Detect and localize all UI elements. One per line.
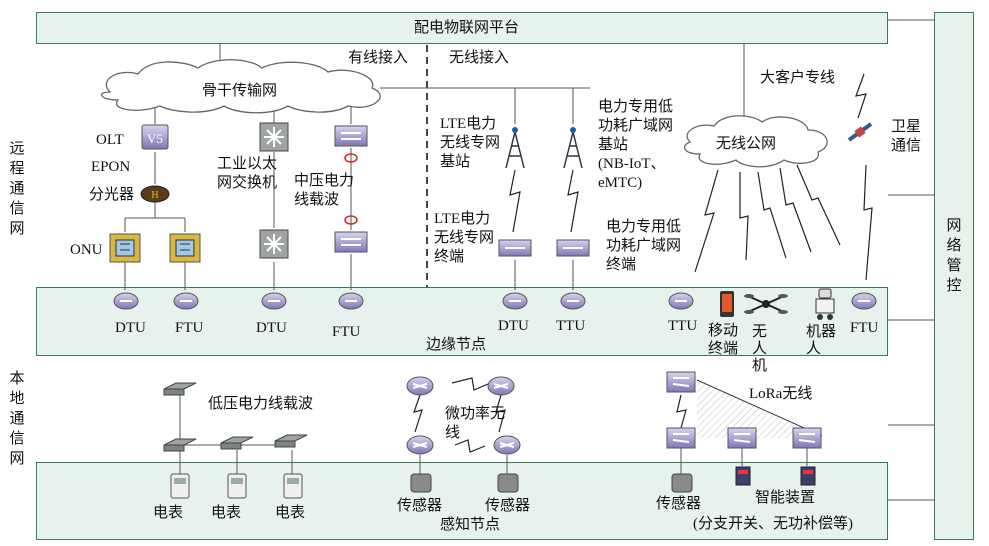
industrial-switch-icon (259, 229, 289, 259)
industrial-switch-icon (259, 122, 289, 152)
smart-device-icon (735, 466, 751, 486)
network-management-band (934, 12, 974, 540)
onu-label: ONU (70, 242, 103, 258)
sensor-label: 传感器 (397, 498, 443, 514)
ftu-device-icon (173, 292, 199, 310)
dtu-device-icon (113, 292, 139, 310)
sensing-node-label: 感知节点 (440, 517, 501, 533)
local-comm-network-label: 本地通信网 (9, 371, 25, 467)
lv-plc-label: 低压电力线载波 (208, 396, 314, 412)
lte-base-station-label: LTE电力无线专网基站 (440, 116, 501, 170)
lora-label: LoRa无线 (749, 386, 813, 402)
micro-wireless-node-icon (406, 435, 434, 455)
svg-text:H: H (151, 190, 158, 201)
micro-wireless-node-icon (406, 376, 434, 396)
wireless-access-label: 无线接入 (449, 50, 510, 66)
svg-text:V5: V5 (147, 131, 163, 146)
lora-node-icon (666, 427, 696, 449)
smart-device-note: (分支开关、无功补偿等) (693, 516, 853, 532)
ttu-device-icon (668, 292, 694, 310)
ftu-device-icon (338, 292, 364, 310)
satellite-icon (847, 122, 873, 142)
big-client-label: 大客户专线 (760, 70, 836, 86)
dtu-device-icon (502, 292, 528, 310)
smart-device-label: 智能装置 (755, 490, 816, 506)
lpwan-terminal-label: 电力专用低功耗广域网终端 (606, 219, 682, 273)
meter-icon (283, 473, 303, 499)
olt-label: OLT (96, 132, 124, 148)
mv-plc-device-icon (334, 231, 368, 253)
lpwan-base-station-label: 电力专用低功耗广域网基站 (598, 99, 674, 153)
ftu-device-icon (851, 292, 877, 310)
lv-plc-device-icon (163, 438, 197, 452)
edge-device-label: 无人机 (752, 324, 768, 374)
micro-wireless-node-icon (487, 376, 515, 396)
platform-title: 配电物联网平台 (414, 20, 520, 36)
meter-icon (170, 473, 190, 499)
public-network-label: 无线公网 (716, 136, 777, 152)
meter-label: 电表 (211, 505, 242, 521)
backbone-cloud (100, 59, 381, 114)
industrial-ethernet-switch-label: 工业以太网交换机 (217, 156, 278, 191)
lpwan-base-station-icon (563, 127, 583, 169)
lora-node-icon (792, 427, 822, 449)
splitter-label: 分光器 (89, 187, 135, 203)
platform-band (36, 12, 888, 44)
lpwan-terminal-icon (556, 239, 590, 257)
lte-base-station-icon (505, 127, 525, 169)
edge-device-label: 机器人 (806, 324, 837, 357)
lte-terminal-icon (498, 239, 532, 257)
mv-plc-label: 中压电力线载波 (294, 173, 355, 208)
splitter-icon: H (140, 185, 170, 203)
edge-device-label: DTU (115, 320, 146, 336)
edge-device-label: FTU (332, 324, 361, 340)
sensor-label: 传感器 (656, 496, 702, 512)
edge-device-label: FTU (175, 320, 204, 336)
remote-comm-network-label: 远程通信网 (9, 141, 25, 237)
sensor-icon (671, 473, 693, 493)
onu-icon (169, 233, 201, 263)
lpwan-base-station-sub-label: (NB-IoT、eMTC) (598, 156, 666, 191)
edge-device-label: 移动终端 (708, 323, 739, 357)
edge-device-label: TTU (668, 318, 698, 334)
epon-label: EPON (91, 159, 131, 175)
lv-plc-device-icon (163, 382, 197, 396)
drone-icon (744, 294, 788, 314)
wired-access-label: 有线接入 (348, 50, 409, 66)
edge-device-label: FTU (850, 320, 879, 336)
micro-power-wireless-label: 微功率无线 (445, 406, 506, 441)
lte-terminal-label: LTE电力无线专网终端 (434, 211, 495, 265)
meter-icon (227, 473, 247, 499)
sensor-icon (410, 473, 432, 493)
sensor-icon (497, 473, 519, 493)
lv-plc-device-icon (220, 436, 254, 450)
lv-plc-device-icon (274, 434, 308, 448)
public-network-cloud (683, 115, 828, 168)
ttu-device-icon (560, 292, 586, 310)
lora-node-icon (727, 427, 757, 449)
meter-label: 电表 (275, 505, 306, 521)
mobile-terminal-icon (720, 291, 734, 317)
lora-gateway-icon (666, 371, 696, 393)
edge-device-label: DTU (498, 318, 529, 334)
backbone-label: 骨干传输网 (202, 83, 278, 99)
edge-node-label: 边缘节点 (426, 337, 487, 353)
meter-label: 电表 (153, 505, 184, 521)
network-management-label: 网络管控 (946, 218, 962, 294)
edge-device-label: TTU (556, 318, 586, 334)
olt-icon: V5 (141, 124, 169, 150)
edge-device-label: DTU (256, 320, 287, 336)
onu-icon (109, 233, 141, 263)
robot-icon (815, 288, 835, 320)
micro-wireless-node-icon (493, 435, 521, 455)
smart-device-icon (800, 466, 816, 486)
satellite-label: 卫星通信 (891, 119, 922, 154)
mv-plc-device-icon (334, 125, 368, 147)
sensor-label: 传感器 (485, 498, 531, 514)
dtu-device-icon (261, 292, 287, 310)
